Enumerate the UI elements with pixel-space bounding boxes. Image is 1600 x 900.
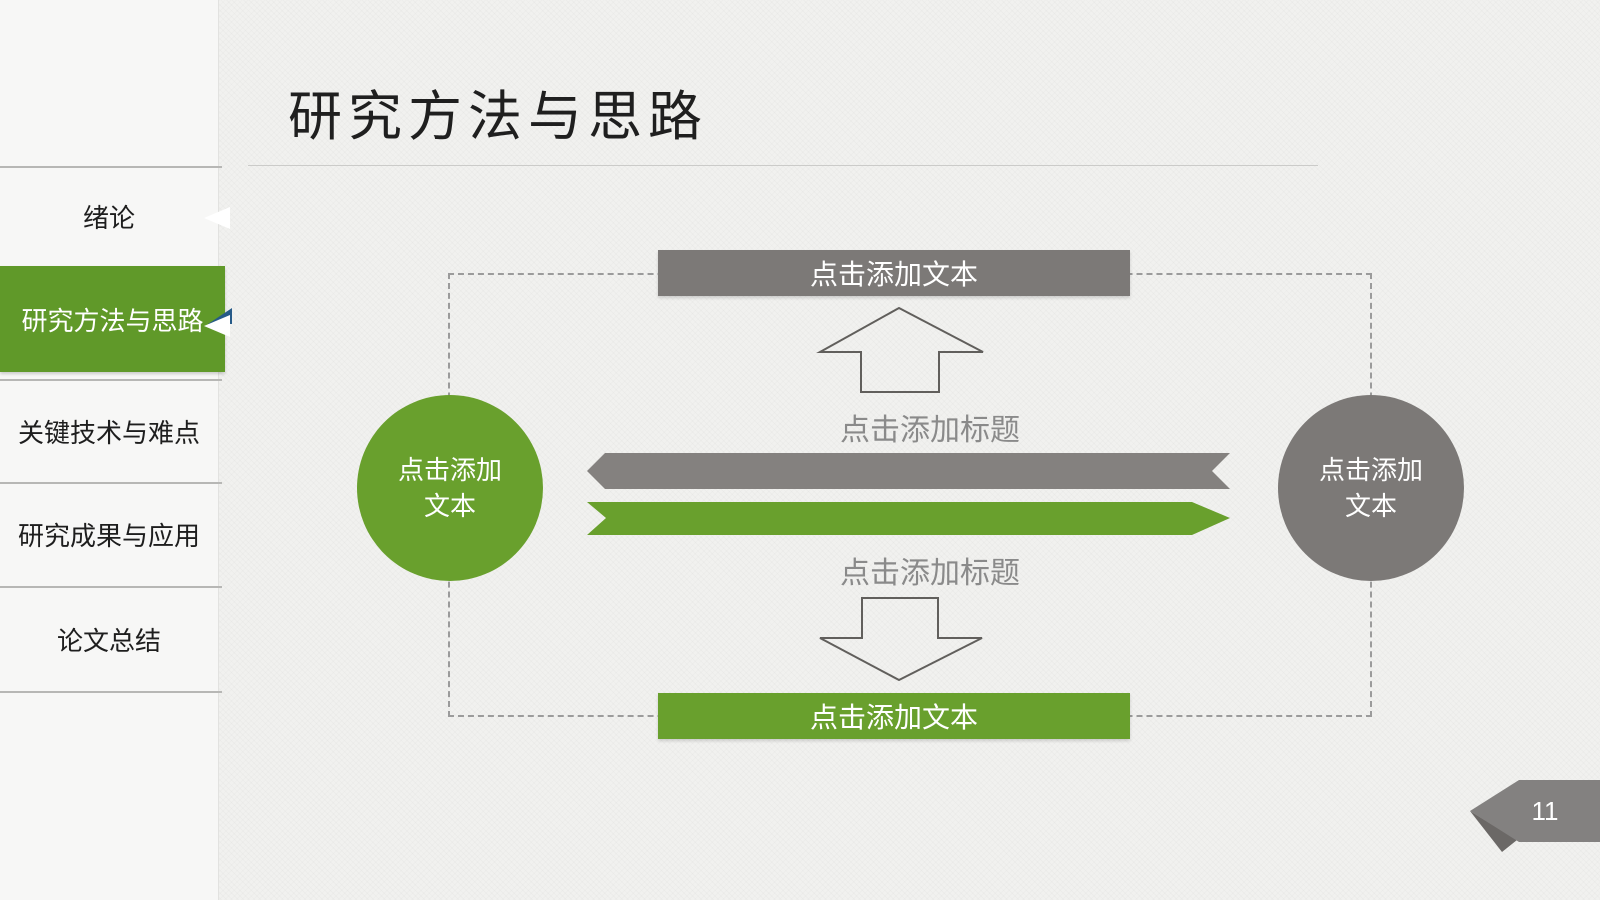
page-number-tab-shadow	[1470, 811, 1517, 852]
lower-title-placeholder[interactable]: 点击添加标题	[840, 557, 1020, 590]
upper-title-placeholder[interactable]: 点击添加标题	[840, 414, 1020, 447]
right-circle-placeholder[interactable]: 点击添加文本	[1278, 395, 1464, 581]
placeholder-label: 点击添加文本	[397, 455, 502, 521]
placeholder-label: 点击添加文本	[809, 702, 978, 733]
down-block-arrow-icon	[819, 597, 983, 682]
title-underline	[248, 165, 1318, 166]
page-title: 研究方法与思路	[288, 87, 708, 147]
sidebar-item-summary[interactable]: 论文总结	[0, 587, 218, 691]
sidebar-item-label: 研究方法与思路	[21, 305, 204, 336]
sidebar-divider	[0, 691, 222, 693]
page-number-tab	[1470, 780, 1600, 842]
left-arrow-bar	[587, 453, 1230, 489]
left-circle-placeholder[interactable]: 点击添加文本	[357, 395, 543, 581]
placeholder-label: 点击添加文本	[809, 259, 978, 290]
active-section-pointer-icon	[204, 315, 230, 337]
sidebar-divider	[0, 379, 222, 381]
current-section-pointer-icon	[204, 207, 230, 229]
right-arrow-bar	[587, 502, 1230, 535]
sidebar-item-label: 绪论	[82, 202, 135, 233]
top-text-placeholder[interactable]: 点击添加文本	[658, 250, 1130, 296]
sidebar-item-label: 关键技术与难点	[17, 418, 200, 448]
sidebar-divider	[0, 166, 222, 168]
sidebar-item-key-tech[interactable]: 关键技术与难点	[0, 381, 218, 482]
placeholder-label: 点击添加文本	[1318, 455, 1423, 521]
up-block-arrow-icon	[816, 306, 984, 393]
sidebar-item-introduction[interactable]: 绪论	[0, 168, 218, 264]
bottom-text-placeholder[interactable]: 点击添加文本	[658, 693, 1130, 739]
sidebar-divider	[0, 586, 222, 588]
sidebar-item-label: 研究成果与应用	[17, 521, 200, 551]
page-number: 11	[1531, 795, 1559, 826]
sidebar-item-results[interactable]: 研究成果与应用	[0, 483, 218, 586]
sidebar-item-methods[interactable]: 研究方法与思路	[0, 266, 225, 372]
sidebar-divider	[0, 482, 222, 484]
sidebar	[0, 0, 219, 900]
sidebar-item-label: 论文总结	[56, 625, 161, 656]
